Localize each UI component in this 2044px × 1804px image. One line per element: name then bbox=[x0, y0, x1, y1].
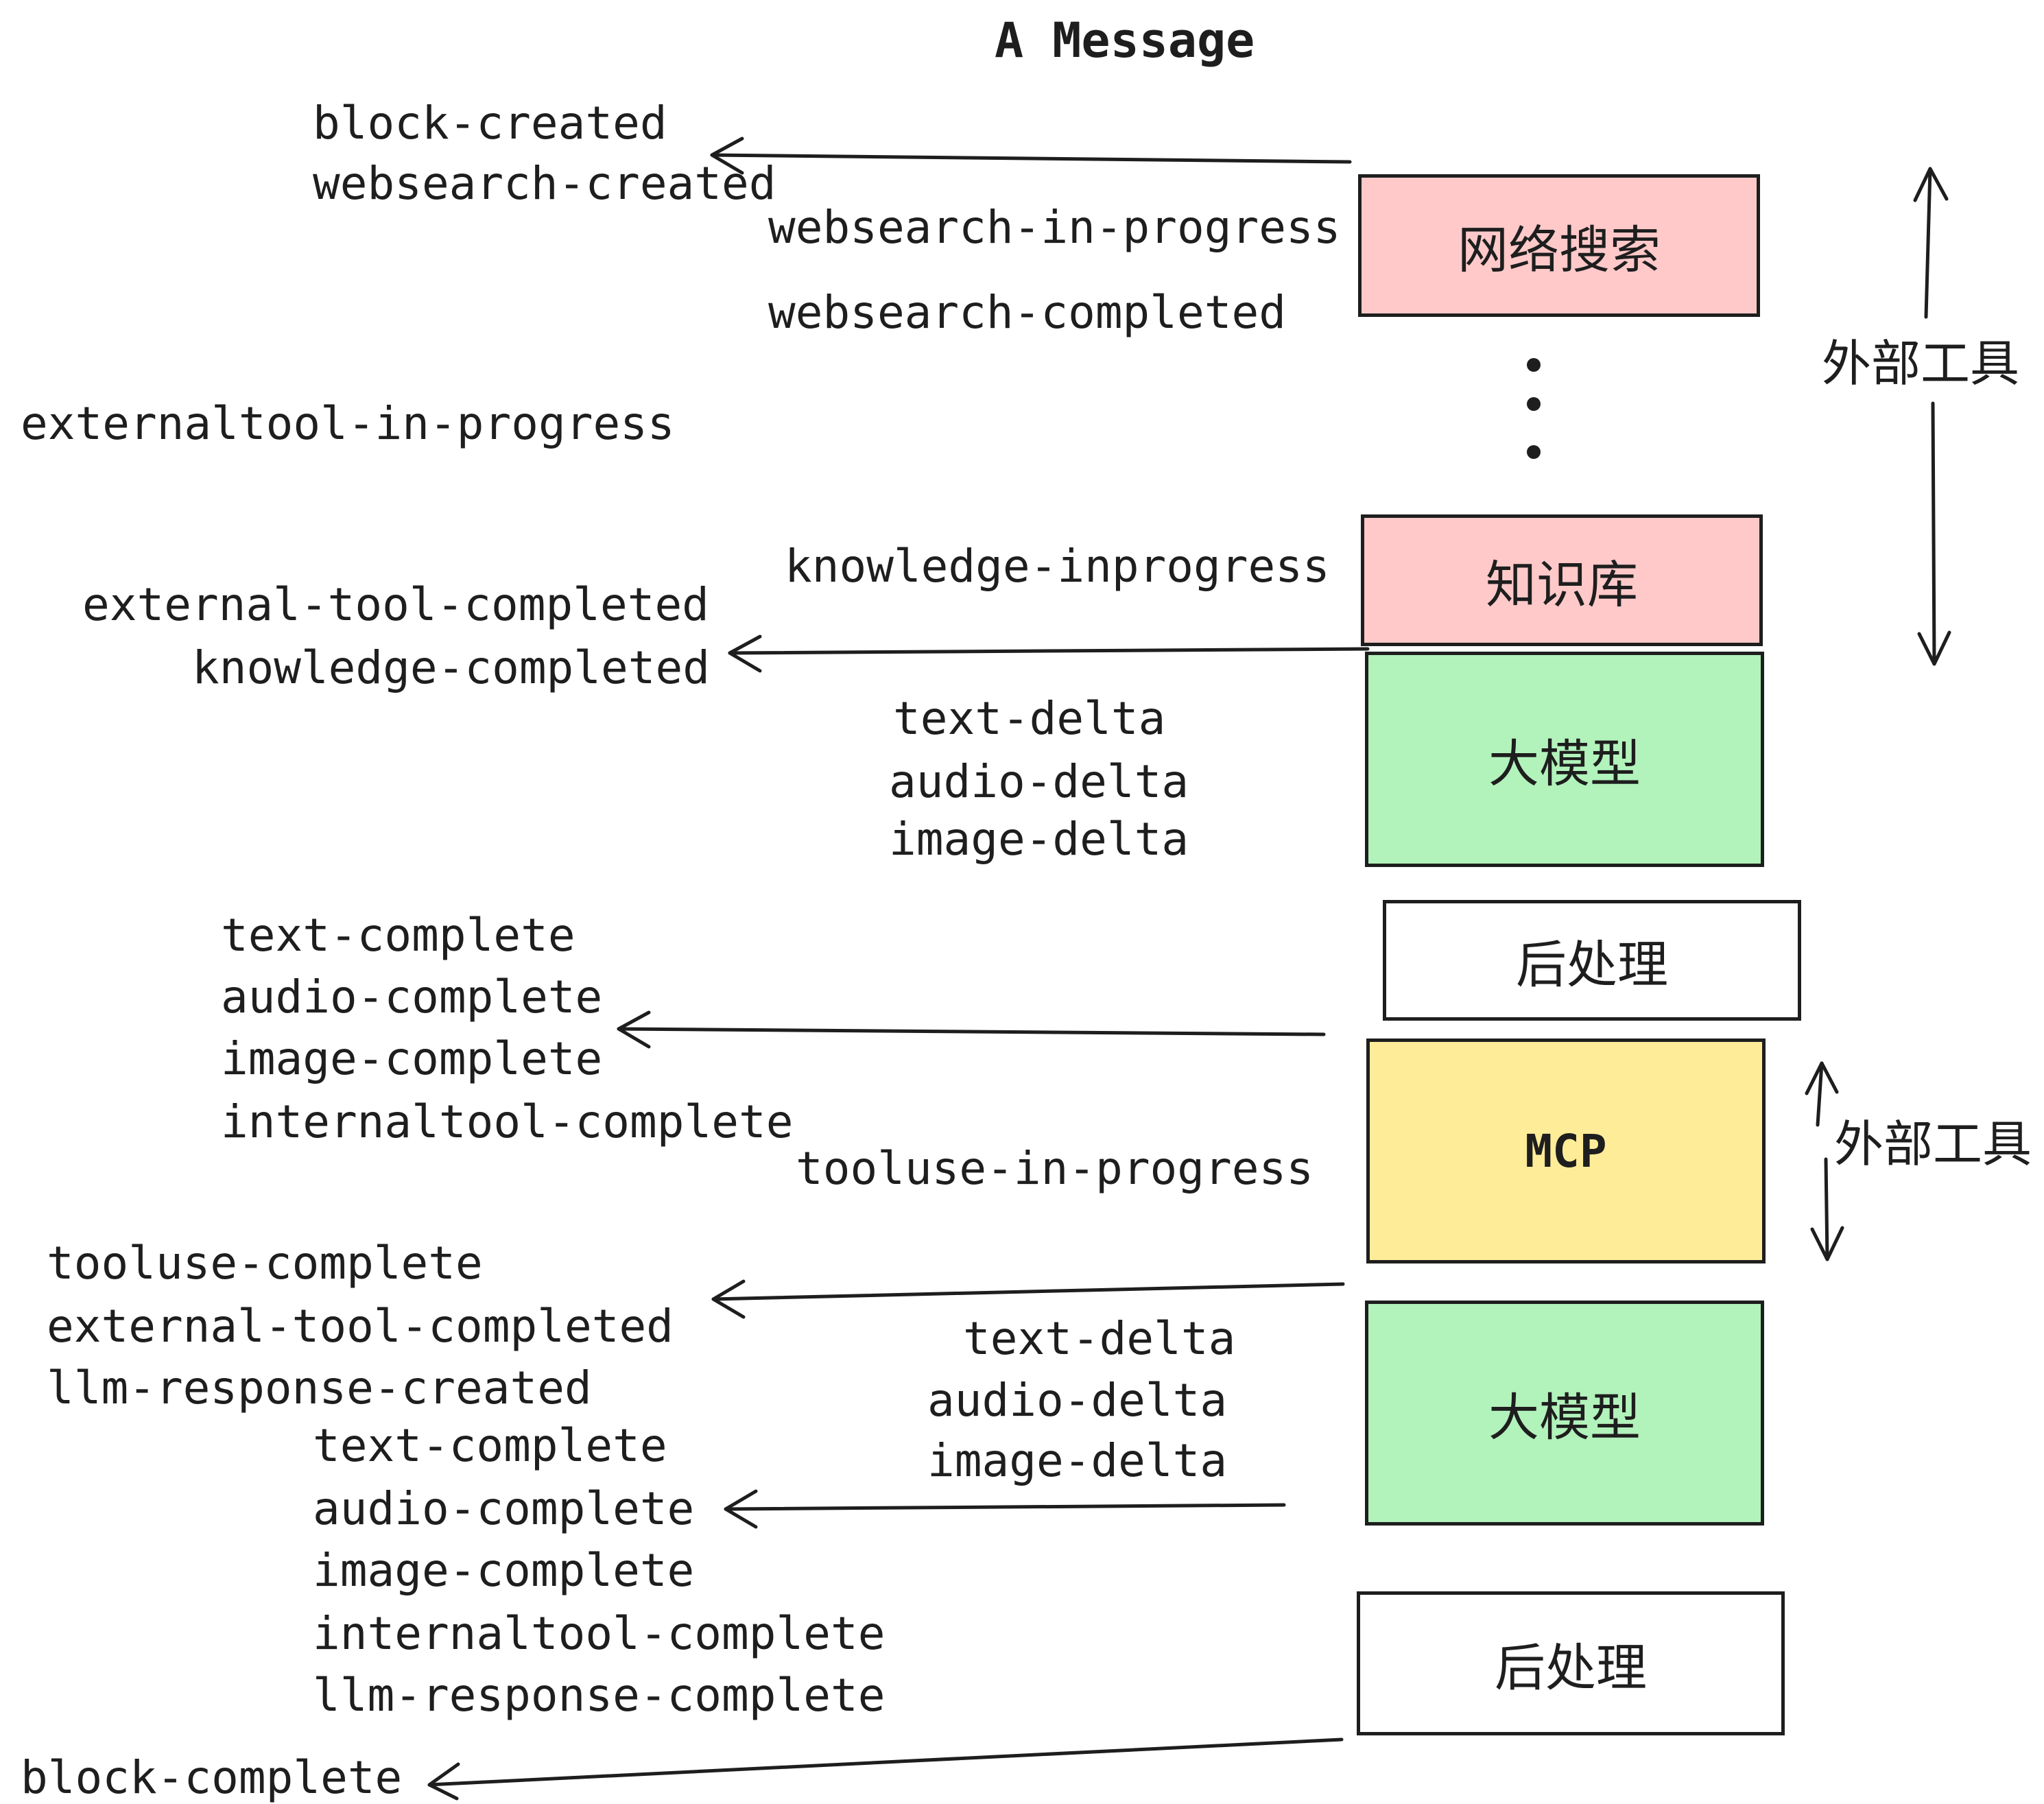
event-label-audio-complete-2: audio-complete bbox=[313, 1482, 695, 1535]
event-label-external-tool-completed: external-tool-completed bbox=[82, 578, 709, 631]
event-label-tooluse-complete: tooluse-complete bbox=[47, 1237, 483, 1290]
node-llm-2-label: 大模型 bbox=[1488, 1388, 1641, 1447]
event-label-audio-delta-2: audio-delta bbox=[927, 1374, 1228, 1427]
diagram-title: A Message bbox=[995, 12, 1255, 69]
annotation-external-tools-bottom: 外部工具 bbox=[1834, 1115, 2032, 1173]
event-label-llm-response-created: llm-response-created bbox=[47, 1362, 592, 1414]
node-websearch: 网络搜索 bbox=[1358, 174, 1760, 317]
external-tools-top-down-arrow bbox=[1917, 401, 1951, 666]
node-mcp: MCP bbox=[1366, 1039, 1766, 1263]
event-label-audio-delta: audio-delta bbox=[889, 755, 1189, 808]
node-post-2-label: 后处理 bbox=[1495, 1638, 1647, 1698]
arrow-to-image-complete bbox=[617, 1010, 1326, 1049]
event-label-block-created: block-created bbox=[313, 97, 667, 150]
node-knowledge: 知识库 bbox=[1361, 514, 1763, 646]
node-llm-2: 大模型 bbox=[1365, 1301, 1764, 1526]
event-label-block-complete: block-complete bbox=[21, 1751, 403, 1804]
node-llm-1: 大模型 bbox=[1365, 652, 1764, 867]
event-label-image-complete-2: image-complete bbox=[313, 1544, 695, 1597]
event-label-tooluse-in-progress: tooluse-in-progress bbox=[796, 1142, 1314, 1195]
event-label-knowledge-completed: knowledge-completed bbox=[192, 641, 710, 694]
event-label-external-tool-completed-2: external-tool-completed bbox=[47, 1300, 674, 1353]
external-tools-top-up-arrow bbox=[1913, 167, 1949, 319]
node-knowledge-label: 知识库 bbox=[1486, 555, 1638, 615]
event-label-audio-complete: audio-complete bbox=[221, 971, 603, 1023]
node-post-1: 后处理 bbox=[1383, 900, 1801, 1021]
arrow-to-block-created bbox=[710, 137, 1352, 175]
event-label-image-delta-2: image-delta bbox=[927, 1434, 1228, 1487]
arrow-to-knowledge-completed bbox=[728, 634, 1370, 673]
node-websearch-label: 网络搜索 bbox=[1458, 220, 1661, 280]
arrow-to-block-complete bbox=[427, 1737, 1344, 1801]
event-label-websearch-created: websearch-created bbox=[313, 157, 776, 210]
external-tools-bottom-up-arrow bbox=[1805, 1061, 1839, 1127]
event-label-externaltool-in-progress: externaltool-in-progress bbox=[21, 397, 675, 450]
node-post-2: 后处理 bbox=[1357, 1591, 1785, 1735]
event-label-internaltool-complete-2: internaltool-complete bbox=[313, 1607, 886, 1660]
event-label-image-complete: image-complete bbox=[221, 1032, 603, 1085]
arrow-to-audio-complete bbox=[724, 1489, 1286, 1529]
event-label-text-complete-2: text-complete bbox=[313, 1419, 667, 1472]
event-label-llm-response-complete: llm-response-complete bbox=[313, 1669, 886, 1722]
event-label-text-complete: text-complete bbox=[221, 909, 575, 962]
event-label-text-delta-2: text-delta bbox=[963, 1312, 1236, 1365]
event-label-text-delta: text-delta bbox=[893, 692, 1166, 745]
event-label-internaltool-complete: internaltool-complete bbox=[221, 1095, 794, 1148]
node-mcp-label: MCP bbox=[1525, 1124, 1607, 1178]
node-llm-1-label: 大模型 bbox=[1488, 734, 1641, 794]
node-post-1-label: 后处理 bbox=[1516, 935, 1668, 995]
event-label-websearch-completed: websearch-completed bbox=[768, 286, 1286, 339]
event-label-image-delta: image-delta bbox=[889, 813, 1189, 866]
annotation-external-tools-top: 外部工具 bbox=[1822, 335, 2020, 392]
event-label-knowledge-inprogress: knowledge-inprogress bbox=[785, 540, 1330, 593]
ellipsis-dots bbox=[1527, 358, 1541, 459]
event-label-websearch-in-progress: websearch-in-progress bbox=[768, 201, 1341, 254]
